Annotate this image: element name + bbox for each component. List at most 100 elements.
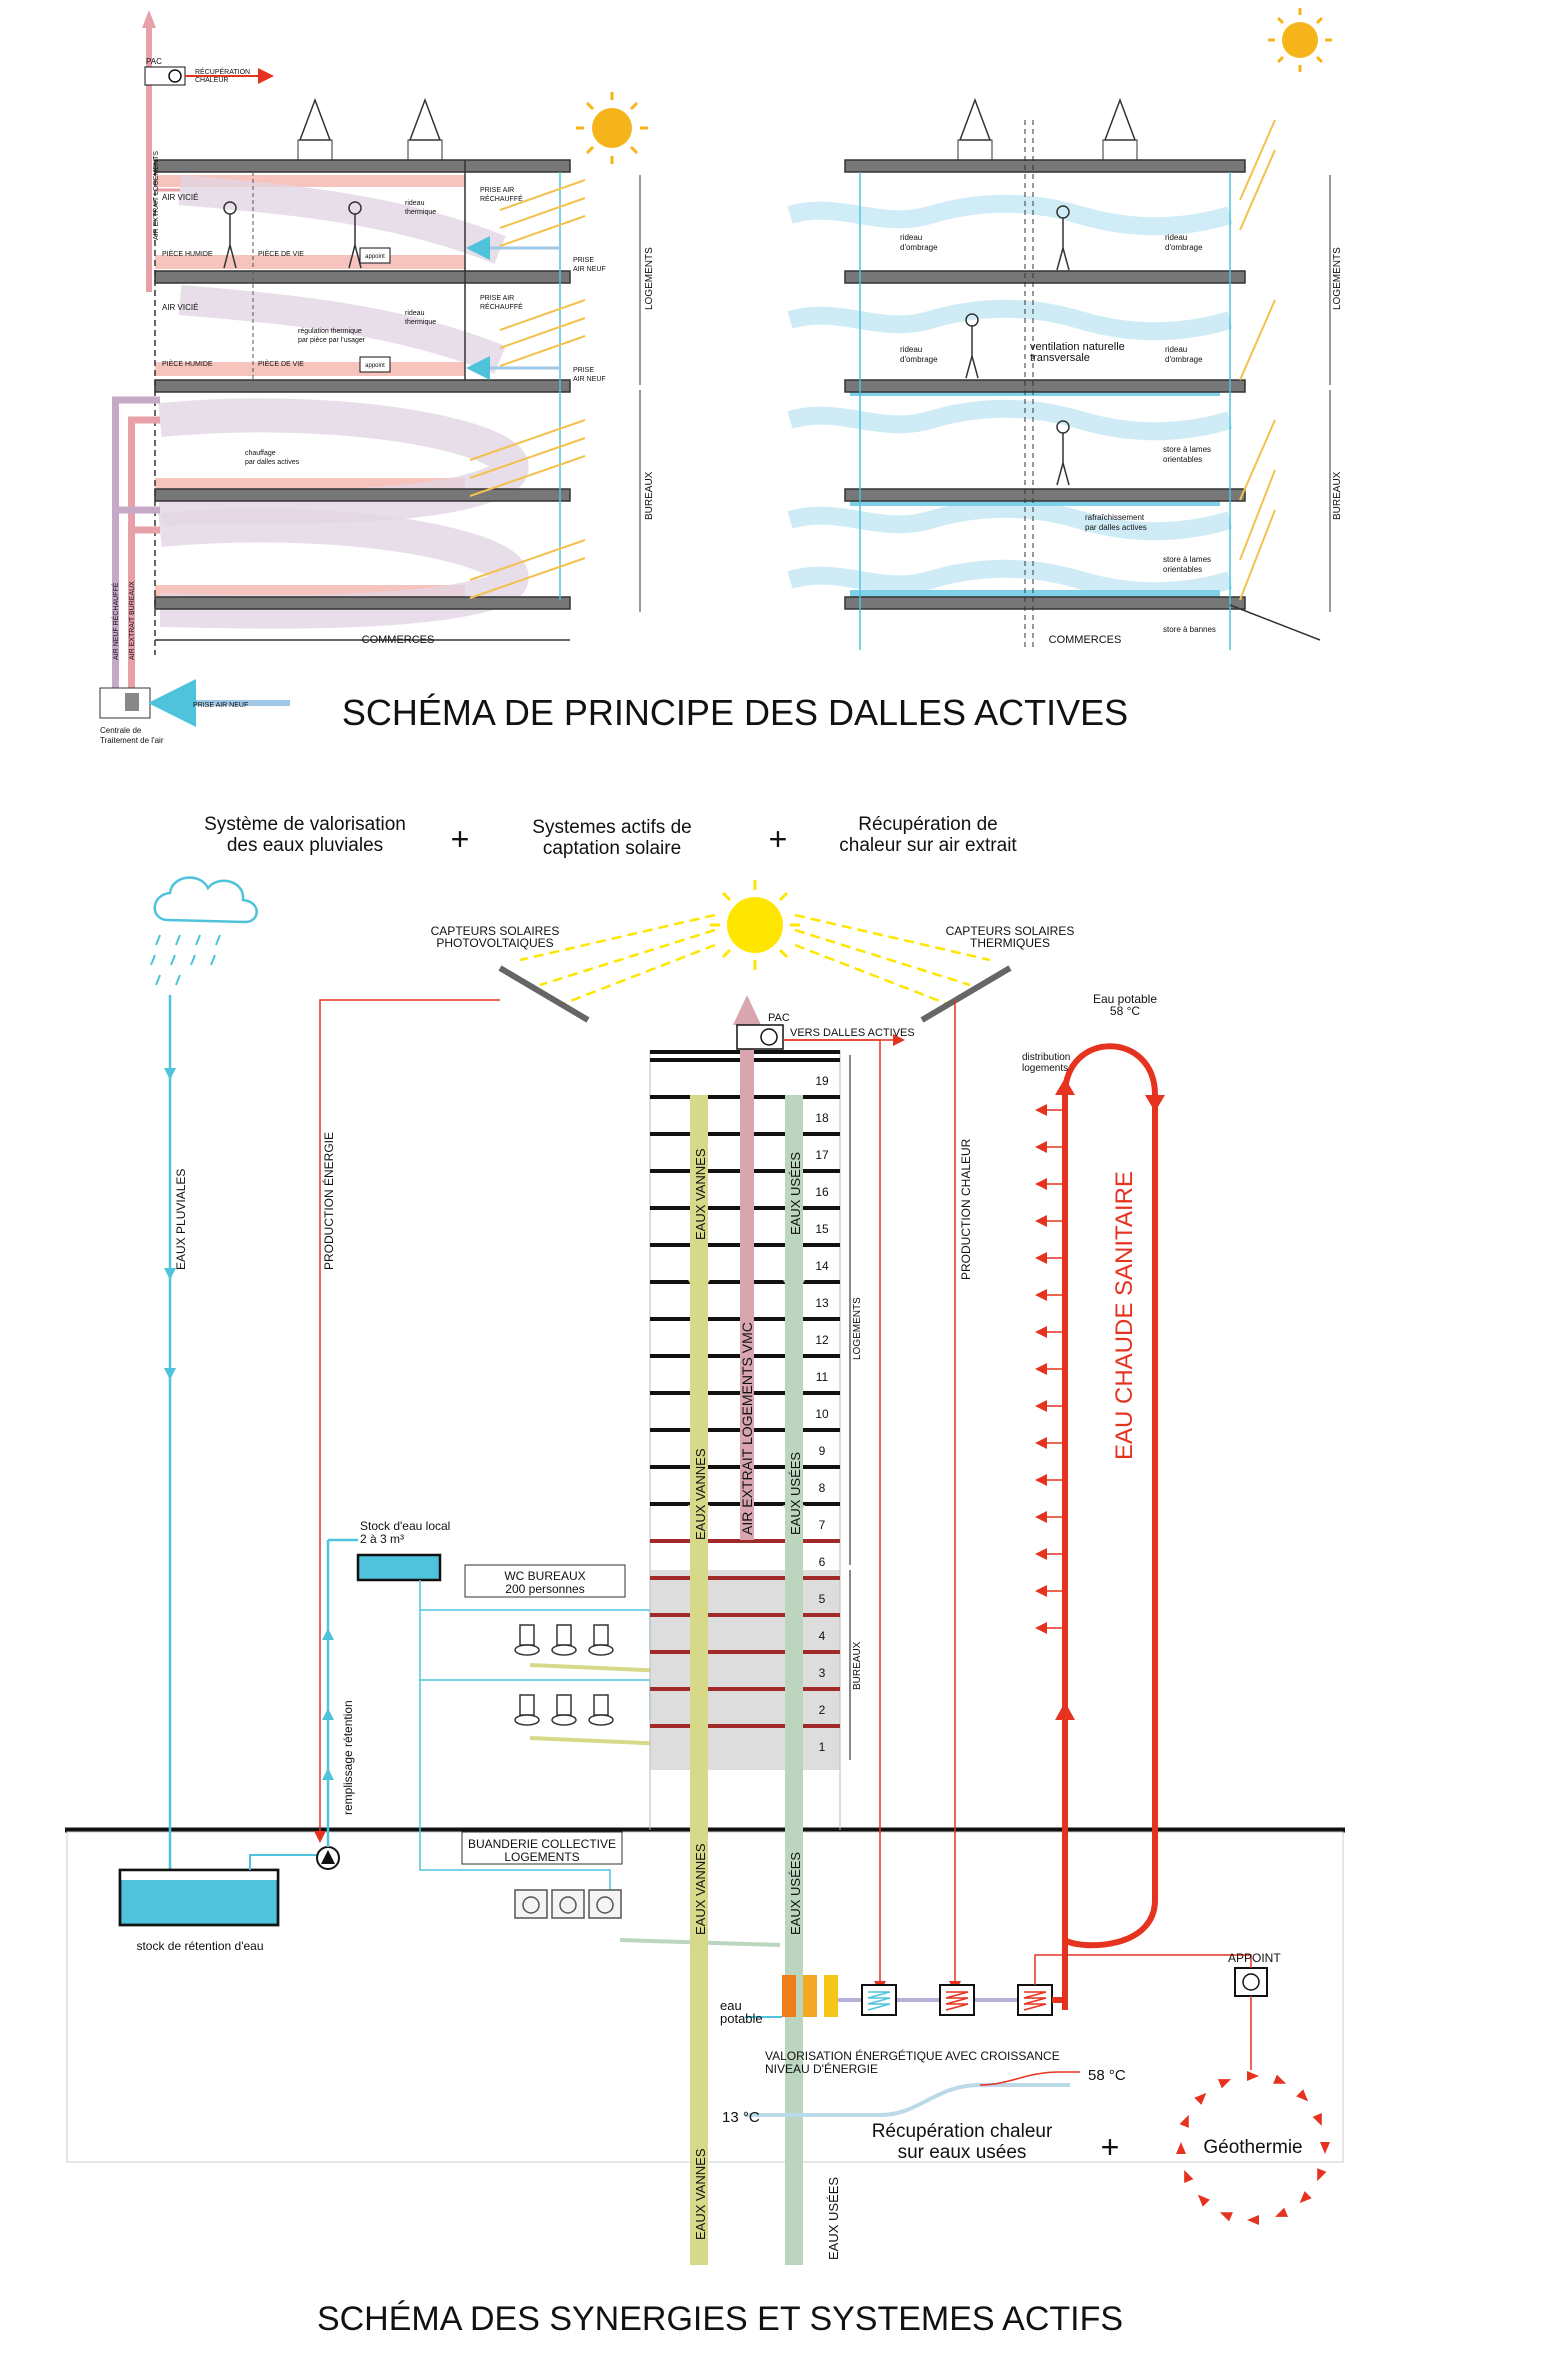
ecs-label: EAU CHAUDE SANITAIRE (1111, 1171, 1138, 1460)
buanderie-label: LOGEMENTS (504, 1850, 579, 1864)
slab (154, 596, 571, 610)
ecs-loop (1062, 1043, 1158, 2010)
commerces-label: COMMERCES (1049, 634, 1122, 646)
section-title: SCHÉMA DES SYNERGIES ET SYSTEMES ACTIFS (317, 2300, 1123, 2338)
geothermie-arrow (1312, 2112, 1322, 2126)
temp-gradient-line (979, 2071, 1080, 2086)
cooled-zone (850, 590, 1220, 600)
floor-number: 19 (815, 1074, 829, 1088)
floor-number: 1 (819, 1740, 826, 1754)
floor-number: 17 (815, 1148, 829, 1162)
flow-arrowhead (164, 1268, 176, 1280)
recup-eaux-usees-label: Récupération chaleur (872, 2121, 1053, 2142)
bureaux-label: BUREAUX (852, 1641, 863, 1690)
vers-dalles-label: VERS DALLES ACTIVES (790, 1027, 915, 1039)
rafraichissement-label: par dalles actives (1085, 523, 1147, 532)
duct-label: AIR NEUF RÉCHAUFFÉ (111, 582, 120, 660)
centrale-label: Traitement de l'air (100, 736, 164, 745)
floor-number: 16 (815, 1185, 829, 1199)
person-icon (348, 201, 362, 269)
appoint-label: appoint (365, 363, 385, 369)
recup-label: RÉCUPÉRATION (195, 67, 250, 76)
air-extrait-column (740, 1025, 754, 1540)
slab (154, 159, 571, 173)
system-heading: Récupération de (858, 814, 997, 835)
bureaux-label: BUREAUX (1332, 471, 1343, 520)
temp-gradient-line (745, 2083, 1070, 2117)
geothermie-arrow (1194, 2092, 1207, 2105)
slab (844, 270, 1246, 284)
geothermie-arrow (1296, 2089, 1309, 2102)
recup-eaux-usees-label: sur eaux usées (898, 2142, 1027, 2163)
air-flow (158, 508, 529, 629)
floor-number: 2 (819, 1703, 826, 1717)
floor-number: 14 (815, 1259, 829, 1273)
flow-arrowhead (783, 1280, 805, 1298)
remplissage-label: remplissage rétention (341, 1700, 355, 1815)
rideau-label: rideau (405, 310, 425, 317)
heat-exchanger-2 (939, 1984, 975, 2016)
rideau-ombrage-label: d'ombrage (900, 243, 938, 252)
floor-number: 11 (816, 1370, 829, 1384)
eaux-usees-label: EAUX USÉES (826, 2177, 841, 2260)
wc-bureaux-label: WC BUREAUX (504, 1569, 585, 1583)
eau-potable-label: eau (720, 1998, 742, 2013)
prise-label: RÉCHAUFFÉ (480, 194, 523, 203)
air-extrait-label: AIR EXTRAIT LOGEMENTS VMC (739, 1322, 755, 1535)
floor-number: 8 (819, 1481, 826, 1495)
capteurs-th-label: CAPTEURS SOLAIRES (946, 924, 1075, 938)
ventilation-label: transversale (1030, 352, 1090, 364)
store-lames-label: orientables (1163, 565, 1202, 574)
solar-rays (519, 913, 991, 1007)
rideau-ombrage-label: rideau (900, 233, 922, 242)
air-flow (178, 175, 506, 264)
rain-icon (150, 934, 221, 986)
eau-potable-label: potable (720, 2011, 763, 2026)
flow-arrowhead (1055, 1078, 1075, 1095)
flow-arrowhead (322, 1708, 334, 1720)
eaux-pluviales-label: EAUX PLUVIALES (174, 1169, 188, 1270)
flow-arrowhead (783, 1505, 805, 1523)
duct-label: AIR EXTRAIT BUREAUX (129, 581, 136, 660)
floor-number: 10 (815, 1407, 829, 1421)
centrale-label: Centrale de (100, 726, 142, 735)
pac-label: PAC (146, 57, 162, 66)
capteurs-pv-label: CAPTEURS SOLAIRES (431, 924, 560, 938)
eaux-usees-label: EAUX USÉES (788, 1852, 803, 1935)
sun-icon (710, 880, 800, 970)
rideau-ombrage-label: rideau (900, 345, 922, 354)
piece-de-vie-label: PIÈCE DE VIE (258, 359, 304, 368)
regulation-label: par pièce par l'usager (298, 337, 366, 344)
pump-arrow (321, 1850, 335, 1864)
pac-box (736, 1024, 784, 1050)
system-heading: chaleur sur air extrait (839, 835, 1017, 856)
prise-label: RÉCHAUFFÉ (480, 302, 523, 311)
rafraichissement-label: rafraîchissement (1085, 513, 1145, 522)
floor-number: 13 (815, 1296, 829, 1310)
buanderie-box (461, 1831, 623, 1865)
eaux-vannes-label: EAUX VANNES (693, 1843, 708, 1935)
plus-sign: + (451, 821, 470, 857)
geothermie-arrow (1219, 2212, 1233, 2222)
slab (844, 488, 1246, 502)
valorisation-label: NIVEAU D'ÉNERGIE (765, 2061, 878, 2076)
floor-number: 7 (819, 1518, 826, 1532)
production-chaleur-label: PRODUCTION CHALEUR (959, 1138, 973, 1280)
distribution-label: distribution (1022, 1052, 1070, 1063)
eau-potable-label: Eau potable (1093, 992, 1157, 1006)
stock-local-label: Stock d'eau local (360, 1519, 450, 1533)
geothermie-arrow (1320, 2142, 1330, 2154)
office-floors (650, 1570, 840, 1770)
geothermie-arrow (1317, 2168, 1327, 2182)
rideau-ombrage-label: d'ombrage (1165, 355, 1203, 364)
wc-bureaux-label: 200 personnes (505, 1582, 584, 1596)
geothermie-arrow (1176, 2142, 1186, 2154)
eaux-vannes-label: EAUX VANNES (693, 1148, 708, 1240)
floor-number: 4 (819, 1629, 826, 1643)
slab (154, 379, 571, 393)
logements-label: LOGEMENTS (1332, 247, 1343, 310)
appoint-line (1034, 1954, 1252, 1985)
store-bannes (1229, 604, 1321, 641)
pump-icon (1242, 1973, 1260, 1991)
